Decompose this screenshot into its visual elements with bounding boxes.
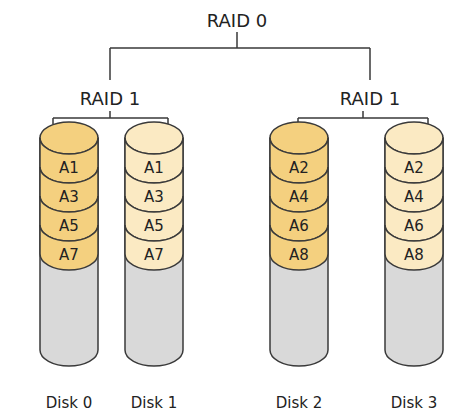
cylinder-body <box>40 138 98 366</box>
block-label: A8 <box>270 241 328 270</box>
block-fill <box>40 196 98 241</box>
raid-level-label: RAID 1 <box>340 88 400 110</box>
disk-name: Disk 0 <box>15 392 123 413</box>
cylinder-body <box>125 138 183 366</box>
block-fill <box>125 138 183 183</box>
disk-cylinder: Disk 2A2A4A6A8 <box>270 122 328 413</box>
block-fill <box>40 138 98 183</box>
data-block: A8 <box>270 241 328 270</box>
block-fill <box>385 196 443 241</box>
block-fill <box>40 167 98 212</box>
disk-name: Disk 1 <box>100 392 208 413</box>
disk-name: Disk 2 <box>245 392 353 413</box>
data-block: A8 <box>385 241 443 270</box>
block-fill <box>270 138 328 183</box>
disk-cylinder: Disk 3A2A4A6A8 <box>385 122 443 413</box>
cylinder-body <box>385 138 443 366</box>
raid-level-label: RAID 0 <box>207 10 267 32</box>
block-fill <box>385 225 443 270</box>
data-block: A7 <box>40 241 98 270</box>
block-label: A8 <box>385 241 443 270</box>
raid-level-label: RAID 1 <box>80 88 140 110</box>
block-label: A7 <box>125 241 183 270</box>
block-fill <box>40 225 98 270</box>
block-fill <box>270 167 328 212</box>
block-fill <box>385 167 443 212</box>
block-fill <box>125 167 183 212</box>
block-fill <box>270 196 328 241</box>
block-fill <box>385 138 443 183</box>
data-block: A7 <box>125 241 183 270</box>
block-fill <box>125 196 183 241</box>
block-fill <box>125 225 183 270</box>
disk-cylinder: Disk 0A1A3A5A7 <box>40 122 98 413</box>
block-label: A7 <box>40 241 98 270</box>
disk-cylinder: Disk 1A1A3A5A7 <box>125 122 183 413</box>
cylinder-body <box>270 138 328 366</box>
disk-name: Disk 3 <box>360 392 468 413</box>
raid0-bracket <box>110 32 370 80</box>
block-fill <box>270 225 328 270</box>
